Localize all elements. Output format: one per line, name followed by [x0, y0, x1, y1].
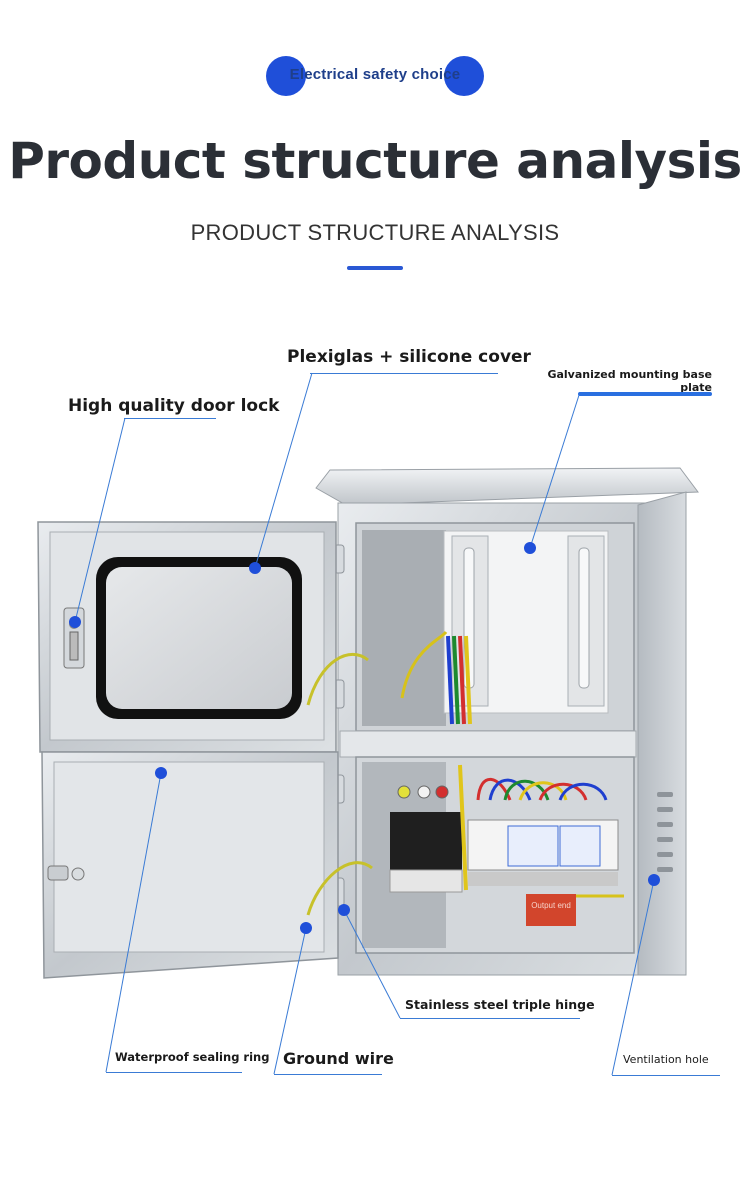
header-badge: Electrical safety choice	[262, 56, 488, 96]
underline-door-lock	[124, 418, 216, 419]
upper-door	[37, 521, 369, 753]
dot-sealing-ring	[155, 767, 167, 779]
label-plexiglas: Plexiglas + silicone cover	[287, 347, 531, 367]
label-sealing-ring: Waterproof sealing ring	[115, 1050, 270, 1064]
badge-dot-left	[266, 56, 306, 96]
underline-ventilation	[612, 1075, 720, 1076]
page-subtitle: PRODUCT STRUCTURE ANALYSIS	[190, 220, 560, 245]
callout-dots	[69, 542, 660, 934]
leader-lines	[74, 372, 655, 1076]
label-ground-wire: Ground wire	[283, 1049, 394, 1068]
title-divider	[347, 266, 403, 270]
label-ventilation: Ventilation hole	[623, 1053, 709, 1066]
dot-ground-wire	[300, 922, 312, 934]
underline-galvanized	[578, 392, 712, 396]
cabinet-body: Output end	[315, 467, 699, 976]
underline-sealing-ring	[106, 1072, 242, 1073]
badge-dot-right	[444, 56, 484, 96]
label-hinge: Stainless steel triple hinge	[405, 997, 595, 1012]
underline-ground-wire	[274, 1074, 382, 1075]
page-title: Product structure analysis	[8, 132, 742, 190]
badge-text: Electrical safety choice	[289, 66, 461, 83]
dot-door-lock	[69, 616, 81, 628]
underline-hinge	[400, 1018, 580, 1019]
lower-door	[41, 751, 373, 979]
dot-galvanized	[524, 542, 536, 554]
label-door-lock: High quality door lock	[68, 396, 280, 416]
underline-plexiglas	[310, 373, 498, 374]
dot-plexiglas	[249, 562, 261, 574]
sticker-text: Output end	[531, 901, 571, 910]
label-galvanized: Galvanized mounting base plate	[547, 368, 712, 394]
dot-hinge	[338, 904, 350, 916]
ventilation-slots	[657, 792, 673, 872]
dot-ventilation	[648, 874, 660, 886]
